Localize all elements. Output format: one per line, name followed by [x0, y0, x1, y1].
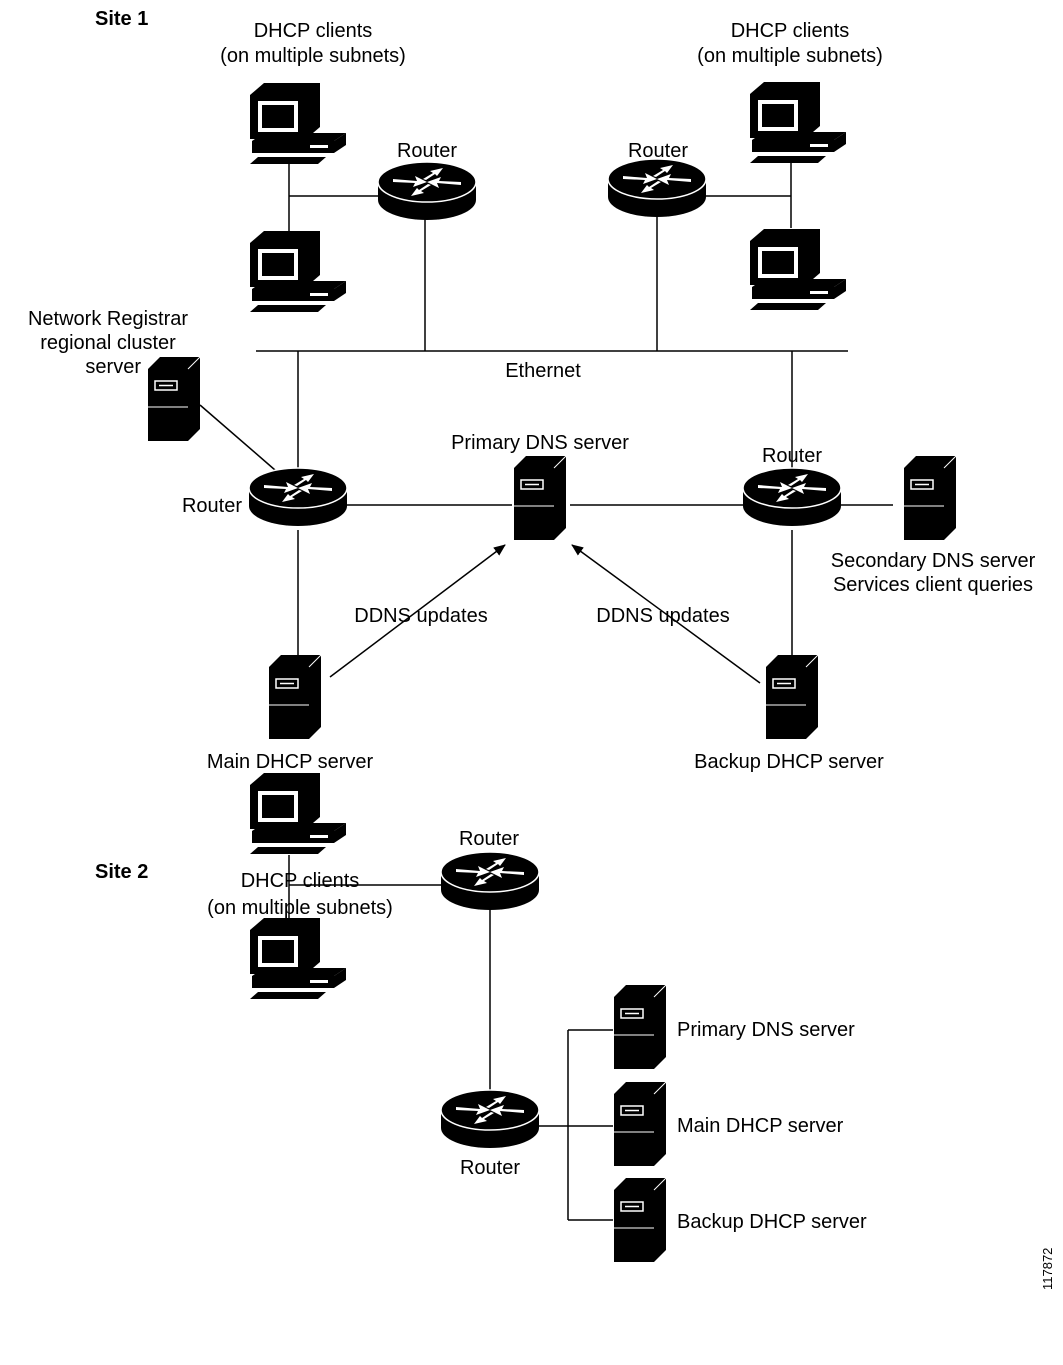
- site1-secondary-dns-label-line1: Secondary DNS server: [831, 550, 1036, 572]
- site1-router-top-left-label: Router: [397, 140, 457, 162]
- site2-primary-dns-label: Primary DNS server: [677, 1019, 855, 1041]
- site1-router-right-label: Router: [762, 445, 822, 467]
- site1-workstation-icon-4: [750, 229, 846, 310]
- site1-server-icon-backup-dhcp: [765, 654, 819, 740]
- site1-server-icon-primary-dns: [513, 455, 567, 541]
- site1-workstation-icon-3: [750, 82, 846, 163]
- site2-server-icon-primary-dns: [613, 984, 667, 1070]
- site1-regional-label-line1: Network Registrar: [28, 308, 188, 330]
- site2-clients-label-line1: DHCP clients: [241, 870, 360, 892]
- site2-server-icon-backup-dhcp: [613, 1177, 667, 1263]
- site1-router-icon-left: [248, 467, 348, 527]
- site1-title: Site 1: [95, 8, 148, 30]
- site1-clients-right-label-line1: DHCP clients: [731, 20, 850, 42]
- site1-regional-label-line2: regional cluster: [40, 332, 176, 354]
- site1-router-top-right-label: Router: [628, 140, 688, 162]
- site1-clients-left-label-line2: (on multiple subnets): [220, 45, 406, 67]
- site1-workstation-icon-2: [250, 231, 346, 312]
- site2-links: [288, 855, 613, 1221]
- site1-ethernet-label: Ethernet: [505, 360, 581, 382]
- site2-server-icon-main-dhcp: [613, 1081, 667, 1167]
- ddns-arrow-left: [329, 544, 506, 678]
- site2-workstation-icon-2: [250, 918, 346, 999]
- site2-main-dhcp-label: Main DHCP server: [677, 1115, 844, 1137]
- site1-regional-label-line3: server: [85, 356, 141, 378]
- site2-router-icon-top: [440, 851, 540, 911]
- site2-router-icon-bottom: [440, 1089, 540, 1149]
- site1-router-left-label: Router: [182, 495, 242, 517]
- site1-secondary-dns-label-line2: Services client queries: [833, 574, 1033, 596]
- site1-backup-dhcp-label: Backup DHCP server: [694, 751, 884, 773]
- site1-router-icon-top-right: [607, 158, 707, 218]
- site1-server-icon-main-dhcp: [268, 654, 322, 740]
- site1-workstation-icon-1: [250, 83, 346, 164]
- figure-id: 117872: [1040, 1248, 1055, 1290]
- site1-links: [199, 163, 893, 662]
- site1-server-icon-secondary-dns: [903, 455, 957, 541]
- site2-workstation-icon-1: [250, 773, 346, 854]
- site2-router-bottom-label: Router: [460, 1157, 520, 1179]
- site1-clients-right-label-line2: (on multiple subnets): [697, 45, 883, 67]
- site1-ddns-right-label: DDNS updates: [596, 605, 729, 627]
- site1-main-dhcp-label: Main DHCP server: [207, 751, 374, 773]
- site1-router-icon-top-left: [377, 161, 477, 221]
- site2-backup-dhcp-label: Backup DHCP server: [677, 1211, 867, 1233]
- site1-clients-left-label-line1: DHCP clients: [254, 20, 373, 42]
- ddns-arrow-right: [571, 544, 761, 684]
- site1-router-icon-right: [742, 467, 842, 527]
- site2-clients-label-line2: (on multiple subnets): [207, 897, 393, 919]
- site1-ddns-left-label: DDNS updates: [354, 605, 487, 627]
- site2-title: Site 2: [95, 861, 148, 883]
- site1-server-icon-regional: [147, 356, 201, 442]
- site1-primary-dns-label: Primary DNS server: [451, 432, 629, 454]
- site2-router-top-label: Router: [459, 828, 519, 850]
